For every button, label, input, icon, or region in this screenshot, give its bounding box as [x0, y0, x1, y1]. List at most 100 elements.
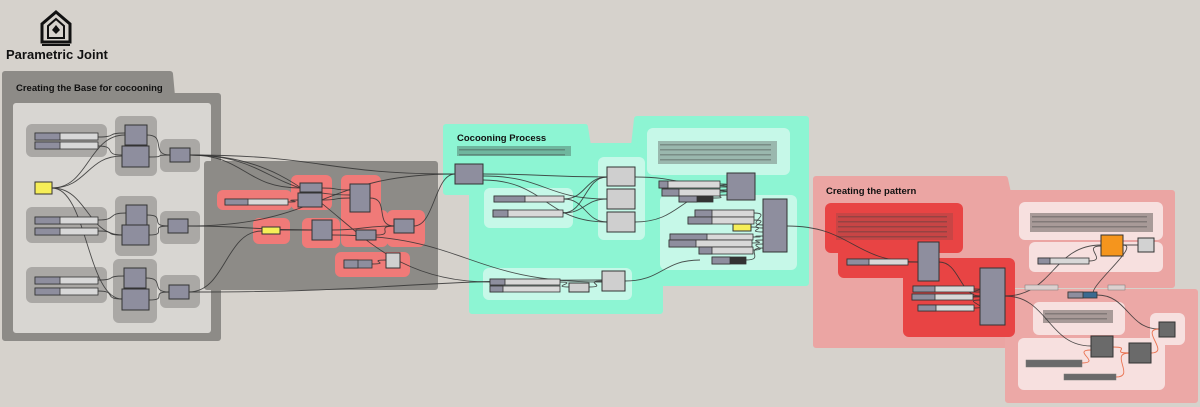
note-panel[interactable]	[1030, 213, 1153, 232]
component[interactable]	[454, 163, 484, 185]
wire	[189, 154, 491, 283]
component[interactable]	[121, 145, 150, 168]
number-slider[interactable]	[668, 239, 753, 248]
number-slider[interactable]	[711, 256, 747, 265]
number-slider[interactable]	[846, 258, 909, 266]
slider-label	[694, 209, 713, 218]
component[interactable]	[124, 124, 148, 146]
wire	[973, 288, 981, 293]
number-slider[interactable]	[34, 132, 99, 141]
sub-group[interactable]	[484, 188, 573, 228]
note-text-line	[660, 149, 771, 151]
component[interactable]	[1158, 321, 1176, 338]
slider-label	[34, 141, 61, 150]
slider-label	[493, 195, 526, 203]
number-slider[interactable]	[678, 195, 714, 203]
number-slider[interactable]	[658, 180, 721, 189]
component[interactable]	[979, 267, 1006, 326]
number-slider[interactable]	[1037, 257, 1090, 265]
component[interactable]	[297, 192, 323, 208]
component[interactable]	[393, 218, 415, 234]
parameter-bar[interactable]	[1107, 284, 1126, 291]
wire	[1004, 244, 1102, 297]
wire	[559, 281, 570, 288]
component[interactable]	[606, 211, 636, 233]
number-slider[interactable]	[34, 216, 99, 225]
component[interactable]	[125, 204, 148, 226]
component[interactable]	[917, 241, 940, 282]
wire	[148, 154, 171, 158]
number-slider[interactable]	[493, 195, 565, 203]
number-slider[interactable]	[912, 285, 975, 293]
yellow-panel[interactable]	[732, 223, 752, 232]
orange-component[interactable]	[1100, 234, 1124, 257]
component[interactable]	[121, 224, 150, 246]
component[interactable]	[606, 188, 636, 210]
parameter-bar[interactable]	[1063, 373, 1117, 381]
component[interactable]	[606, 166, 636, 187]
wire	[752, 243, 764, 251]
wire	[146, 134, 171, 156]
note-panel[interactable]	[658, 141, 777, 164]
component[interactable]	[762, 198, 788, 253]
parameter-bar[interactable]	[1025, 359, 1083, 368]
number-slider[interactable]	[224, 198, 289, 206]
note-panel[interactable]	[1043, 310, 1113, 323]
sub-group[interactable]	[26, 267, 107, 303]
component[interactable]	[121, 288, 150, 311]
note-panel[interactable]	[836, 213, 953, 240]
slider-label	[1067, 291, 1084, 299]
number-slider[interactable]	[917, 304, 975, 312]
number-slider[interactable]	[669, 233, 754, 241]
wire	[973, 299, 981, 309]
number-slider[interactable]	[687, 216, 755, 225]
component[interactable]	[1090, 335, 1114, 358]
yellow-panel[interactable]	[34, 181, 53, 195]
note-text-line	[838, 231, 947, 233]
component[interactable]	[167, 218, 189, 234]
note-text-line	[838, 216, 947, 218]
slider-label	[668, 239, 697, 248]
yellow-panel[interactable]	[261, 226, 281, 235]
sub-group[interactable]	[26, 207, 107, 243]
number-slider[interactable]	[34, 276, 99, 285]
number-slider[interactable]	[492, 209, 564, 218]
component[interactable]	[385, 252, 401, 269]
component[interactable]	[601, 270, 626, 292]
note-panel[interactable]	[457, 146, 571, 156]
component[interactable]	[299, 182, 323, 193]
wire	[148, 225, 169, 236]
component[interactable]	[726, 172, 756, 201]
sub-group[interactable]	[1029, 242, 1163, 272]
note-text-line	[660, 154, 771, 156]
number-slider[interactable]	[34, 227, 99, 236]
number-slider[interactable]	[661, 188, 721, 197]
number-slider[interactable]	[911, 293, 974, 301]
component[interactable]	[349, 183, 371, 213]
number-slider[interactable]	[34, 141, 99, 150]
number-slider[interactable]	[489, 285, 561, 293]
component[interactable]	[355, 229, 377, 241]
wire	[745, 247, 764, 261]
wire	[482, 173, 608, 178]
component[interactable]	[123, 267, 147, 289]
component[interactable]	[1137, 237, 1155, 253]
number-slider[interactable]	[694, 209, 755, 218]
parameter-bar[interactable]	[1024, 284, 1059, 291]
slider-label	[34, 287, 61, 296]
component[interactable]	[311, 219, 333, 241]
number-slider[interactable]	[1067, 291, 1098, 299]
number-slider[interactable]	[343, 259, 373, 269]
component[interactable]	[169, 147, 191, 163]
sub-group[interactable]	[1018, 338, 1165, 390]
number-slider[interactable]	[489, 278, 561, 286]
component[interactable]	[568, 282, 590, 293]
number-slider[interactable]	[698, 246, 754, 255]
wire	[97, 132, 126, 138]
number-slider[interactable]	[34, 287, 99, 296]
component[interactable]	[168, 284, 190, 300]
component[interactable]	[1128, 342, 1152, 364]
note-text-line	[838, 221, 947, 223]
app-title: Parametric Joint	[6, 47, 108, 62]
